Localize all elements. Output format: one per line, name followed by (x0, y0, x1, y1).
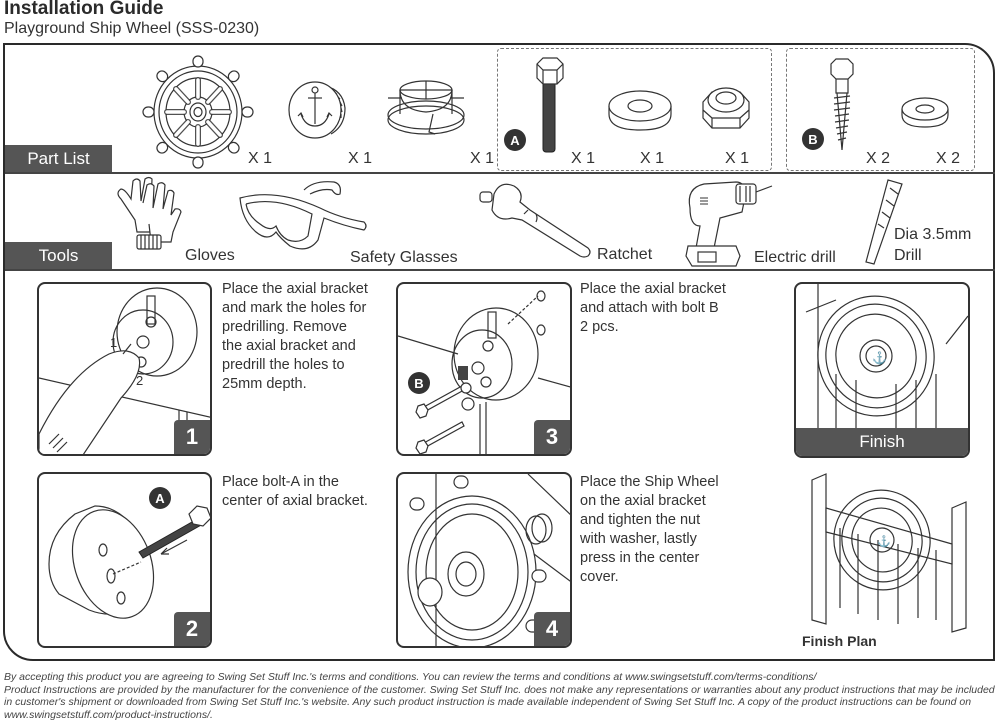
badge-a: A (504, 129, 526, 151)
tool-label: Electric drill (754, 249, 836, 266)
finish-illustration: ⚓ Finish (794, 282, 970, 458)
washer-icon (608, 90, 672, 131)
step-number: 1 (174, 420, 210, 454)
step-1-text: Place the axial bracket and mark the hol… (222, 281, 368, 392)
step-1-illustration: 1 2 1 (37, 282, 212, 456)
footer-line: www.swingsetstuff.com/product-instructio… (4, 708, 213, 721)
finished-wheel-illustration: ⚓ (805, 284, 968, 432)
product-subtitle: Playground Ship Wheel (SSS-0230) (4, 20, 260, 37)
part-qty: X 1 (640, 150, 665, 167)
hex-bolt-icon (536, 57, 564, 153)
part-qty: X 1 (248, 150, 273, 167)
part-qty: X 1 (571, 150, 596, 167)
step-2-illustration: A 2 (37, 472, 212, 648)
part-qty: X 2 (866, 150, 891, 167)
part-qty: X 1 (725, 150, 750, 167)
finish-label: Finish (796, 428, 968, 456)
bracket-attach-illustration (398, 290, 570, 454)
finish-plan-illustration: ⚓ (811, 473, 967, 633)
tools-label: Tools (5, 242, 112, 269)
step-number: 2 (174, 612, 210, 646)
ship-wheel-icon (142, 55, 254, 169)
part-qty: X 2 (936, 150, 961, 167)
lock-nut-icon (702, 87, 750, 129)
tool-label: Safety Glasses (350, 249, 458, 266)
bolt-insert-illustration (48, 505, 210, 619)
drill-bit-icon (865, 179, 903, 265)
hardware-group-a (497, 48, 772, 171)
step-2-text: Place bolt-A in the center of axial brac… (222, 474, 368, 509)
anchor-icon: ⚓ (877, 535, 891, 548)
divider (5, 172, 995, 174)
instruction-frame (3, 43, 995, 661)
hardware-group-b (786, 48, 975, 171)
footer-line: By accepting this product you are agreei… (4, 671, 817, 683)
step-number: 3 (534, 420, 570, 454)
footer-line: Product Instructions are provided by the… (4, 683, 995, 696)
tool-label-line1: Dia 3.5mm (894, 226, 972, 243)
step-number: 4 (534, 612, 570, 646)
electric-drill-icon (685, 181, 773, 267)
callout-1: 1 (110, 335, 118, 350)
tool-label-line2: Drill (894, 247, 922, 264)
ratchet-icon (479, 183, 591, 258)
anchor-icon: ⚓ (872, 351, 887, 365)
tool-label: Gloves (185, 247, 235, 264)
finish-plan-label: Finish Plan (802, 633, 877, 649)
axial-bracket-icon (387, 80, 465, 135)
badge-b: B (408, 372, 430, 394)
badge-a: A (149, 487, 171, 509)
lag-screw-icon (830, 58, 854, 151)
footer-line: in customer's shipment or downloaded fro… (4, 696, 972, 708)
divider (5, 269, 995, 271)
legal-footer: By accepting this product you are agreei… (4, 671, 998, 721)
wheel-mount-illustration (407, 474, 570, 646)
step-3-text: Place the axial bracket and attach with … (580, 281, 726, 335)
page-title: Installation Guide (4, 0, 164, 19)
washer-icon (901, 97, 949, 128)
tool-label: Ratchet (597, 246, 653, 263)
step-4-text: Place the Ship Wheel on the axial bracke… (580, 474, 719, 585)
part-qty: X 1 (348, 150, 373, 167)
step-4-illustration: 4 (396, 472, 572, 648)
part-qty: X 1 (470, 150, 495, 167)
part-list-label: Part List (5, 145, 112, 172)
step-3-illustration: B 3 (396, 282, 572, 456)
callout-2: 2 (136, 373, 144, 388)
badge-b: B (802, 128, 824, 150)
safety-glasses-icon (239, 181, 367, 250)
anchor-cover-icon (288, 81, 346, 139)
gloves-icon (117, 176, 182, 250)
